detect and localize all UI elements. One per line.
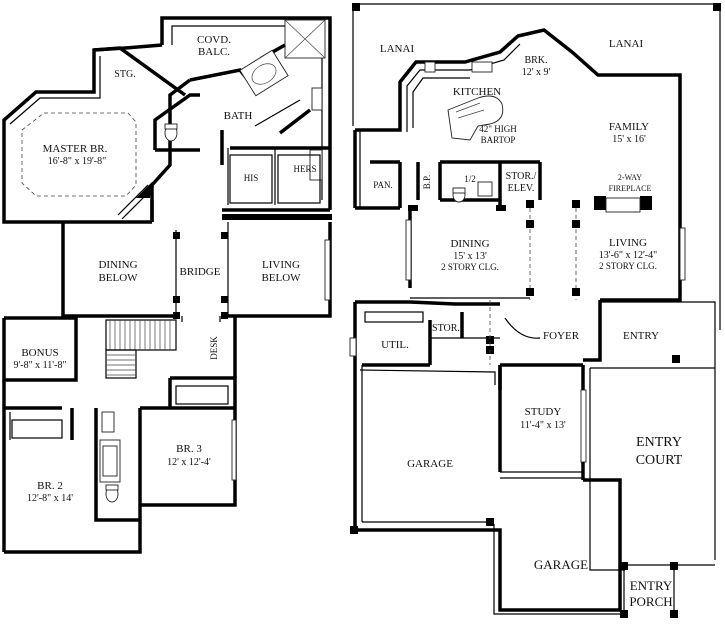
dining-below-label: DINING [98,259,137,271]
pan-label: PAN. [373,180,392,190]
lanai-left-label: LANAI [380,43,415,55]
stg-label: STG. [114,69,135,80]
hers-label: HERS [293,164,316,174]
stair [105,319,177,379]
dining-dim: 15' x 13' [453,251,487,262]
master-suite [2,43,192,224]
entry-court-label-2: COURT [636,453,683,468]
kitchen-label: KITCHEN [453,86,501,98]
covd-balc-label-2: BALC. [198,46,230,58]
bridge-label: BRIDGE [180,266,221,278]
his-label: HIS [244,173,259,183]
entry-label: ENTRY [623,330,659,342]
master-br-dim: 16'-8" x 19'-8" [48,156,106,167]
util-label: UTIL. [381,339,409,351]
family-dim: 15' x 16' [612,134,646,145]
garage-right-label: GARAGE [534,557,588,572]
brk-label: BRK. [524,55,547,66]
service-core [355,160,580,211]
study-label: STUDY [525,406,562,418]
living-clg: 2 STORY CLG. [599,261,657,271]
living-below-label: LIVING [262,259,300,271]
dining-below-label-2: BELOW [98,272,138,284]
stor-label: STOR. [432,323,460,334]
util-foyer [349,300,602,367]
master-bath [153,43,330,205]
entry [590,301,716,560]
br2-label: BR. 2 [37,480,63,492]
lanai [352,3,721,330]
covd-balc-label: COVD. [197,34,231,46]
living-dim: 13'-6" x 12'-4" [599,250,657,261]
family-label: FAMILY [609,121,649,133]
study [498,365,587,480]
living-below-label-2: BELOW [261,272,301,284]
open-to-below [61,222,332,322]
garages [350,365,624,615]
garage-left-label: GARAGE [407,458,453,470]
living-label: LIVING [609,237,647,249]
entry-porch-label-2: PORCH [629,594,672,609]
bartop-label-2: BARTOP [481,135,516,145]
dining-living [405,208,686,302]
desk-label: DESK [209,336,219,360]
hall-bath [94,408,142,525]
br3-label: BR. 3 [176,443,202,455]
bonus-dim: 9'-8" x 11'-8" [13,360,66,371]
fireplace [594,196,652,213]
brk-dim: 12' x 9' [522,67,551,78]
bp-label: B.P. [422,175,432,190]
foyer-label: FOYER [543,330,580,342]
stor-elev-label-2: ELEV. [508,183,535,194]
master-br-label: MASTER BR. [43,143,108,155]
dining-label: DINING [450,238,489,250]
bonus-and-br2 [2,316,142,554]
upper-floor-plan [2,16,332,554]
lower-floor-plan [349,3,721,618]
bath-label: BATH [224,110,253,122]
entry-court-label: ENTRY [636,435,682,450]
closets [150,154,332,222]
half-bath-label: 1/2 [464,174,476,184]
lanai-right-label: LANAI [609,38,644,50]
covered-balcony [160,16,332,210]
study-dim: 11'-4" x 13' [520,420,566,431]
entry-porch-label: ENTRY [630,578,673,593]
stor-elev-label: STOR./ [506,171,537,182]
br3-dim: 12' x 12'-4' [167,457,211,468]
bonus-label: BONUS [21,347,58,359]
fireplace-label: 2-WAY [618,173,642,182]
bartop-label: 42" HIGH [479,124,517,134]
entry-court-porch [589,368,715,618]
fireplace-label-2: FIREPLACE [609,184,652,193]
br2-dim: 12'-8" x 14' [27,493,73,504]
br3 [140,316,237,507]
kitchen-family [353,28,682,208]
dining-clg: 2 STORY CLG. [441,262,499,272]
